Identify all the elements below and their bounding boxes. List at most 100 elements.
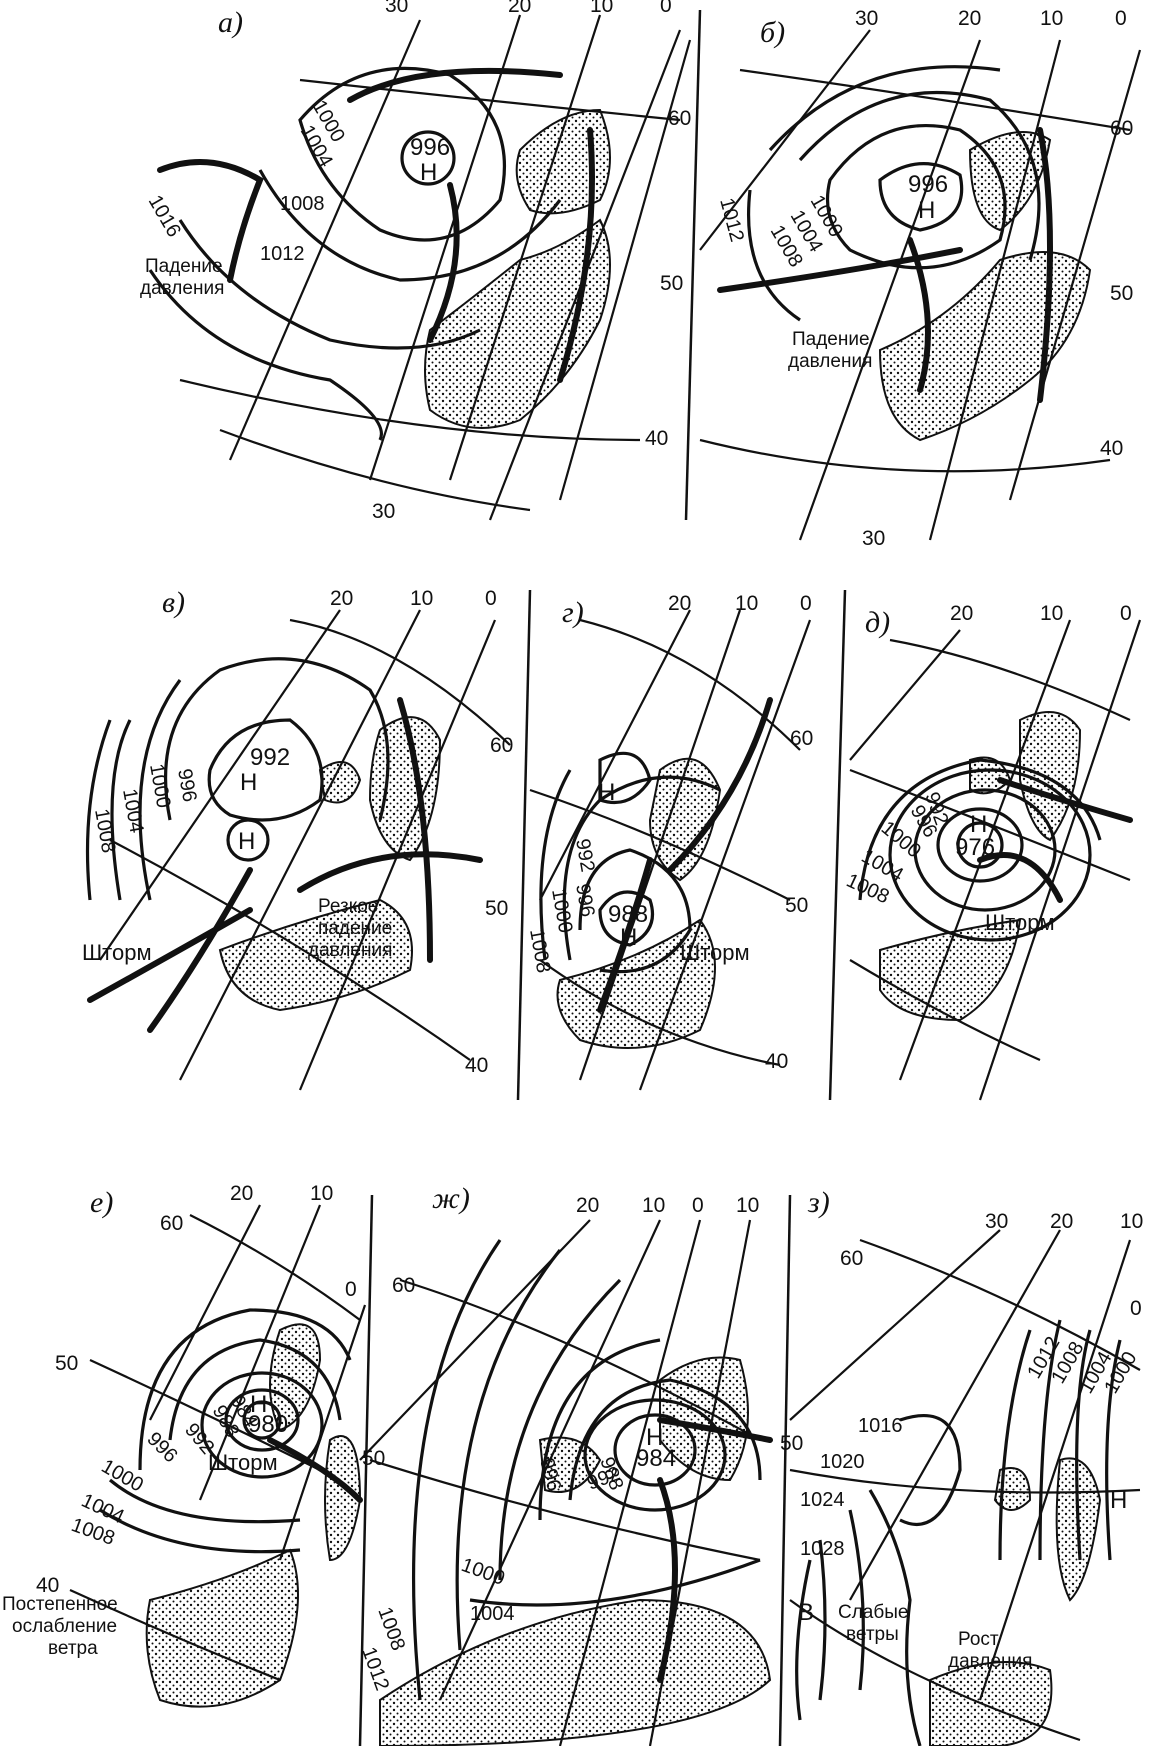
longitude-tick: 10 [735,592,758,615]
pressure-center-value: 996 [410,134,450,161]
pressure-center-value: 996 [908,171,948,198]
latitude-tick: 30 [862,527,885,550]
longitude-tick: 30 [855,7,878,30]
latitude-tick: 40 [465,1054,488,1077]
latitude-tick: 40 [765,1050,788,1073]
storm-label: Шторм [985,910,1055,935]
longitude-tick: 0 [485,587,497,610]
annotation-text: Падение [145,256,223,277]
longitude-tick: 10 [1120,1210,1143,1233]
pressure-center-value: 992 [250,744,290,771]
longitude-tick: 20 [576,1194,599,1217]
isobar-label: 1004 [118,787,147,835]
longitude-tick: 30 [385,0,408,17]
isobar-label: 1000 [547,887,576,935]
panel-v: в) 20 10 0 60 50 40 Н 992 Н 996 1000 100… [82,586,513,1091]
divider-row3-a [358,1194,374,1746]
isobar-label: 1020 [820,1451,865,1473]
annotation-text: давления [948,1651,1032,1672]
latitude-tick: 50 [660,272,683,295]
panel-label: г) [562,596,584,629]
isobar-label: 996 [173,767,200,804]
panel-d: д) 20 10 0 976 Н 992 996 1000 1004 1008 … [843,602,1142,1101]
annotation-text: Рост [958,1629,999,1650]
latitude-tick: 60 [392,1274,415,1297]
annotation-text: падение [318,918,392,939]
panel-b: б) 30 20 10 0 60 50 40 30 996 Н 1000 100… [699,7,1142,550]
longitude-tick: 10 [736,1194,759,1217]
latitude-tick: 50 [362,1447,385,1470]
divider-row2-a [516,589,532,1101]
panel-e: е) 20 10 0 60 50 40 980 Н 984 988 992 99… [2,1182,367,1708]
longitude-tick: 20 [230,1182,253,1205]
annotation-text: давления [140,278,224,299]
longitude-tick: 0 [1130,1297,1142,1320]
longitude-tick: 20 [1050,1210,1073,1233]
isobar-label: 996 [142,1428,181,1467]
isobar-label: 1008 [90,807,119,855]
pressure-center-value: 988 [608,901,648,928]
divider-row3-b [778,1194,792,1746]
latitude-tick: 60 [160,1212,183,1235]
low-pressure-letter: Н [240,769,257,796]
latitude-tick: 50 [785,894,808,917]
longitude-tick: 20 [668,592,691,615]
low-pressure-letter: Н [420,159,437,186]
low-pressure-letter: Н [1110,1487,1127,1514]
low-pressure-letter: Н [250,1391,267,1418]
high-pressure-letter: В [798,1599,814,1626]
panel-label: з) [807,1186,830,1219]
longitude-tick: 10 [590,0,613,17]
annotation-text: ветра [48,1638,98,1659]
annotation-text: Постепенное [2,1594,118,1615]
panel-label: в) [162,586,185,619]
latitude-tick: 40 [645,427,668,450]
annotation-text: ослабление [12,1616,117,1637]
latitude-tick: 30 [372,500,395,523]
isobar-label: 1028 [800,1538,845,1560]
panel-label: д) [865,606,890,639]
low-pressure-letter: Н [918,197,935,224]
isobar-label: 1016 [144,192,185,242]
storm-label: Шторм [680,940,750,965]
isobar-label: 1016 [858,1415,903,1437]
longitude-tick: 10 [410,587,433,610]
pressure-center-value: 984 [636,1445,676,1472]
annotation-text: давления [788,351,872,372]
latitude-tick: 50 [485,897,508,920]
longitude-tick: 0 [660,0,672,17]
longitude-tick: 0 [1120,602,1132,625]
panel-label: б) [760,16,785,49]
latitude-tick: 50 [55,1352,78,1375]
isobar-label: 1012 [260,243,305,265]
longitude-tick: 20 [330,587,353,610]
annotation-text: Резкое [318,896,378,917]
isobar-label: 1004 [470,1603,515,1625]
longitude-tick: 10 [310,1182,333,1205]
latitude-tick: 60 [1110,117,1133,140]
isobar-label: 1012 [715,196,748,245]
latitude-tick: 40 [36,1574,59,1597]
low-pressure-letter: Н [620,924,637,951]
longitude-tick: 20 [958,7,981,30]
latitude-tick: 40 [1100,437,1123,460]
longitude-tick: 10 [1040,7,1063,30]
panel-g: г) 20 10 0 60 50 40 988 Н Н 992 996 1000… [525,592,813,1091]
panel-label: ж) [432,1182,470,1215]
latitude-tick: 50 [780,1432,803,1455]
isobar-label: 992 [571,837,598,874]
longitude-tick: 10 [642,1194,665,1217]
latitude-tick: 50 [1110,282,1133,305]
longitude-tick: 20 [950,602,973,625]
low-pressure-letter: Н [598,779,615,806]
latitude-tick: 60 [840,1247,863,1270]
pressure-center-value: 976 [955,834,995,861]
panel-zh: ж) 20 10 0 10 60 50 984 Н 988 992 996 10… [357,1182,773,1746]
panel-a: а) 30 20 10 0 60 50 40 30 996 Н 1000 100… [140,0,691,523]
low-pressure-letter: Н [238,828,255,855]
longitude-tick: 0 [345,1278,357,1301]
storm-label: Шторм [208,1450,278,1475]
panel-z: з) 30 20 10 0 60 50 Н В 1000 1004 1008 1… [780,1186,1143,1746]
annotation-text: давления [308,940,392,961]
